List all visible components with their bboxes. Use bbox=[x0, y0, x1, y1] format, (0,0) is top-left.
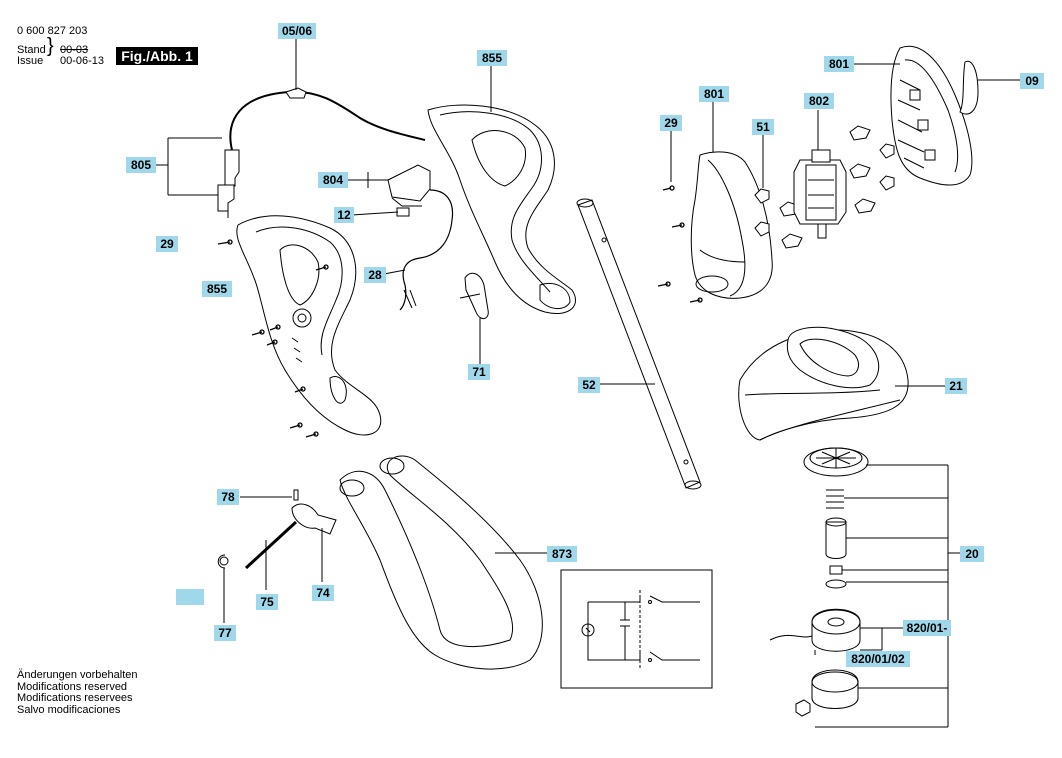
wiring-schematic bbox=[560, 569, 713, 689]
callout-51: 51 bbox=[752, 119, 774, 135]
callout-74: 74 bbox=[312, 585, 334, 601]
rubber-washers bbox=[754, 125, 895, 249]
callout-28: 28 bbox=[364, 267, 386, 283]
part-71 bbox=[459, 272, 489, 364]
disclaimer-notes: Änderungen vorbehalten Modifications res… bbox=[17, 669, 138, 716]
note-de: Änderungen vorbehalten bbox=[17, 669, 138, 681]
screws-right bbox=[657, 185, 703, 303]
callout-873: 873 bbox=[547, 546, 577, 562]
callout-75: 75 bbox=[256, 594, 278, 610]
callout-820-01-02: 820/01/02 bbox=[846, 651, 910, 667]
issue-label: Issue bbox=[17, 55, 44, 67]
spool-assembly bbox=[769, 447, 869, 717]
callout-20: 20 bbox=[960, 546, 984, 562]
motor-802 bbox=[793, 149, 847, 239]
callout-801-front: 801 bbox=[699, 86, 729, 102]
note-es: Salvo modificaciones bbox=[17, 703, 121, 716]
callout-29-left: 29 bbox=[156, 236, 178, 252]
note-fr: Modifications reservees bbox=[17, 692, 133, 704]
callout-78: 78 bbox=[217, 489, 239, 505]
old-date: 00-03 bbox=[60, 44, 89, 56]
callout-855-left: 855 bbox=[202, 281, 232, 297]
handle-right-half bbox=[427, 104, 577, 314]
bail-handle bbox=[339, 455, 543, 670]
cover-21 bbox=[738, 326, 909, 441]
cable-with-plug bbox=[217, 87, 426, 218]
callout-29-right: 29 bbox=[660, 115, 682, 131]
callout-801-rear: 801 bbox=[824, 56, 854, 72]
callout-820-01: 820/01- bbox=[903, 620, 951, 636]
figure-label: Fig./Abb. 1 bbox=[116, 47, 198, 65]
callout-77: 77 bbox=[214, 625, 236, 641]
clamp-lever bbox=[217, 489, 337, 570]
callout-12: 12 bbox=[334, 207, 354, 223]
callout-09: 09 bbox=[1020, 73, 1044, 89]
rod-52 bbox=[576, 198, 702, 490]
callout-blank bbox=[176, 589, 204, 605]
note-en: Modifications reserved bbox=[17, 680, 128, 693]
callout-804: 804 bbox=[318, 172, 348, 188]
callout-52: 52 bbox=[578, 377, 600, 393]
switch-assembly bbox=[387, 164, 454, 311]
motor-housing-front bbox=[690, 151, 773, 299]
callout-71: 71 bbox=[468, 364, 490, 380]
callout-855-top: 855 bbox=[477, 50, 507, 66]
stand-label: Stand bbox=[17, 44, 46, 56]
callout-802: 802 bbox=[804, 93, 834, 109]
brace-glyph: } bbox=[47, 35, 54, 57]
motor-housing-rear bbox=[890, 45, 973, 186]
callout-21: 21 bbox=[945, 378, 967, 394]
screws-left bbox=[217, 239, 329, 438]
new-date: 00-06-13 bbox=[60, 55, 105, 67]
part-number: 0 600 827 203 bbox=[17, 25, 88, 37]
callout-05-06: 05/06 bbox=[278, 23, 316, 39]
handle-left-half bbox=[236, 215, 382, 436]
callout-805: 805 bbox=[126, 157, 156, 173]
